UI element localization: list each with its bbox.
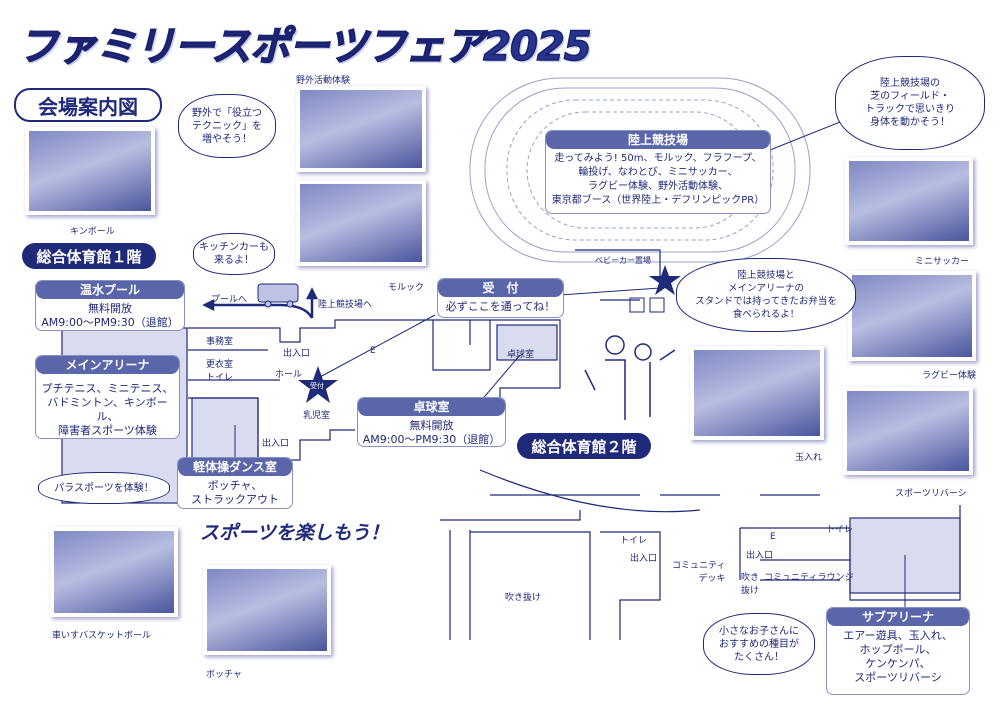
label-nursing-room: 乳児室: [303, 411, 331, 421]
area-reception-title: 受 付: [438, 279, 563, 297]
caption-rugby: ラグビー体験: [922, 371, 977, 381]
nursing-icon: [629, 297, 645, 313]
label-elevator-2f: E: [770, 532, 776, 542]
area-main-arena-body: プチテニス、ミニテニス、 バドミントン、キンボール、 障害者スポーツ体験: [41, 382, 174, 437]
kitchen-car-icon: [257, 283, 299, 308]
photo-outdoor: [296, 86, 426, 172]
photo-kinball: [25, 127, 155, 215]
caption-mini-soccer: ミニサッカー: [915, 257, 970, 267]
label-stroller: ベビーカー置場: [595, 256, 651, 265]
area-dance-room-title: 軽体操ダンス室: [178, 458, 292, 476]
photo-wheelchair-basketball: [50, 527, 178, 617]
caption-outdoor: 野外活動体験: [296, 76, 351, 86]
caption-boccia: ボッチャ: [206, 670, 242, 680]
label-lounge: コミュニティラウンジ: [764, 573, 854, 583]
area-sub-arena[interactable]: サブアリーナエアー遊具、玉入れ、 ホップボール、 ケンケンパ、 スポーツリバーシ: [826, 607, 970, 695]
photo-boccia: [203, 565, 331, 655]
flyer-title: ファミリースポーツフェア2025: [17, 23, 592, 71]
photo-mini-soccer: [845, 157, 973, 245]
slogan: スポーツを楽しもう！: [200, 522, 390, 544]
label-toilet-2f-a: トイレ: [620, 536, 648, 546]
area-main-arena-title: メインアリーナ: [36, 356, 179, 374]
area-reception[interactable]: 受 付必ずここを通ってね！: [437, 278, 564, 318]
area-reception-body: 必ずここを通ってね！: [445, 300, 556, 313]
label-to-pool: プールへ: [211, 295, 248, 305]
area-stadium[interactable]: 陸上競技場走ってみよう! 50m、モルック、フラフープ、 輪投げ、なわとび、ミニ…: [545, 130, 771, 214]
area-pool[interactable]: 温水プール無料開放 AM9:00〜PM9:30（退館）: [35, 280, 185, 331]
photo-rugby: [848, 271, 976, 361]
label-void-vertical: 吹き 抜け: [741, 573, 760, 596]
area-table-tennis[interactable]: 卓球室無料開放 AM9:00〜PM9:30（退館）: [357, 397, 506, 447]
area-stadium-body: 走ってみよう! 50m、モルック、フラフープ、 輪投げ、なわとび、ミニサッカー、…: [551, 153, 765, 206]
area-table-tennis-body: 無料開放 AM9:00〜PM9:30（退館）: [362, 419, 501, 446]
caption-molkky: モルック: [388, 283, 425, 293]
venue-guide-heading: 会場案内図: [14, 88, 162, 122]
label-entrance-2f-b: 出入口: [746, 551, 774, 561]
label-hall: ホール: [275, 370, 303, 380]
label-deck: コミュニティ デッキ: [672, 561, 726, 584]
label-reception-star: 受付: [310, 382, 324, 390]
label-locker: 更衣室: [206, 360, 234, 370]
wheelchair-icon: [649, 297, 665, 313]
label-entrance-2f-a: 出入口: [630, 554, 658, 564]
label-table-tennis-room: 卓球室: [507, 350, 535, 360]
bubble-outdoor: 野外で「役立つ テクニック」を 増やそう！: [178, 94, 276, 158]
label-to-stadium: 陸上競技場へ: [318, 300, 373, 310]
label-entrance-1: 出入口: [283, 349, 311, 359]
bubble-field: 陸上競技場の 芝のフィールド・ トラックで思いきり 身体を動かそう！: [835, 56, 985, 150]
photo-tamaire: [690, 346, 824, 440]
family-illustration-icon: [584, 335, 676, 420]
label-toilet-1f: トイレ: [206, 373, 234, 383]
area-dance-room-body: ボッチャ、 ストラックアウト: [191, 479, 279, 506]
area-main-arena[interactable]: メインアリーナプチテニス、ミニテニス、 バドミントン、キンボール、 障害者スポー…: [35, 355, 180, 439]
bubble-para-sports: パラスポーツを体験！: [38, 472, 170, 504]
floor1-label: 総合体育館１階: [22, 243, 156, 269]
label-toilet-2f-b: トイレ: [826, 525, 854, 535]
label-elevator-1f: E: [370, 346, 376, 356]
bubble-kitchen-car: キッチンカーも 来るよ！: [193, 233, 275, 275]
photo-reversi: [843, 387, 973, 475]
label-office: 事務室: [206, 337, 234, 347]
area-pool-title: 温水プール: [36, 281, 184, 299]
label-entrance-2: 出入口: [262, 439, 290, 449]
area-sub-arena-title: サブアリーナ: [827, 608, 969, 626]
area-sub-arena-body: エアー遊具、玉入れ、 ホップボール、 ケンケンパ、 スポーツリバーシ: [843, 629, 953, 684]
floor2-label: 総合体育館２階: [517, 433, 651, 459]
area-stadium-title: 陸上競技場: [546, 131, 770, 149]
label-void: 吹き抜け: [505, 593, 542, 603]
bubble-bento: 陸上競技場と メインアリーナの スタンドでは持ってきたお弁当を 食べられるよ！: [676, 258, 856, 332]
reception-star-stadium: [649, 265, 681, 295]
caption-tamaire: 玉入れ: [795, 453, 823, 463]
caption-wheelchair-basketball: 車いすバスケットボール: [52, 631, 152, 641]
caption-reversi: スポーツリバーシ: [895, 489, 967, 499]
area-dance-room[interactable]: 軽体操ダンス室ボッチャ、 ストラックアウト: [177, 457, 293, 509]
photo-molkky: [296, 180, 426, 266]
area-table-tennis-title: 卓球室: [358, 398, 505, 416]
reception-star-1f: [298, 366, 338, 403]
caption-kinball: キンボール: [70, 227, 115, 237]
bubble-kids: 小さなお子さんに おすすめの種目が たくさん！: [703, 613, 815, 675]
area-pool-body: 無料開放 AM9:00〜PM9:30（退館）: [41, 302, 179, 329]
